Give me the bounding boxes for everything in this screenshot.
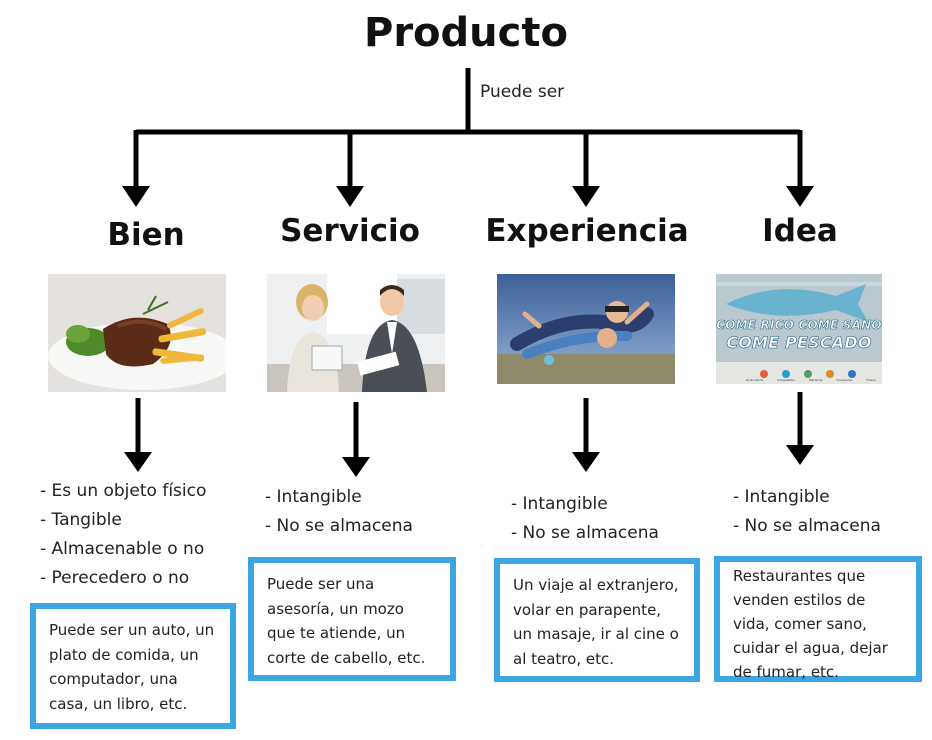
bullets-bien: - Es un objeto físico - Tangible - Almac… [40, 477, 206, 593]
example-line: asesoría, un mozo [267, 599, 404, 618]
connector-label: Puede ser [480, 82, 565, 102]
example-line: plato de comida, un [49, 645, 199, 664]
bullet-item: - Intangible [733, 487, 830, 507]
fish-poster-image: COME RICO COME SANO COME PESCADO Acuicul… [716, 274, 882, 384]
food-plate-image [48, 274, 226, 392]
heading-experiencia: Experiencia [485, 213, 689, 249]
bullet-item: - Almacenable o no [40, 539, 205, 559]
poster-label: Conservas [836, 378, 853, 382]
example-line: un masaje, ir al cine o [513, 625, 679, 643]
example-line: Un viaje al extranjero, [513, 576, 679, 594]
example-line: volar en parapente, [513, 600, 662, 619]
heading-idea: Idea [762, 213, 838, 249]
example-line: Puede ser un auto, un [49, 621, 215, 639]
example-line: que te atiende, un [267, 624, 406, 642]
example-box-servicio: Puede ser una asesoría, un mozo que te a… [248, 557, 456, 681]
bullets-idea: - Intangible - No se almacena [733, 483, 881, 541]
example-line: de fumar, etc. [733, 663, 839, 681]
example-line: corte de cabello, etc. [267, 648, 426, 667]
poster-label: Mariscos [809, 378, 823, 382]
bullet-item: - No se almacena [511, 523, 659, 543]
example-line: Restaurantes que [733, 567, 866, 585]
bullet-item: - No se almacena [733, 516, 881, 536]
poster-slogan-line1: COME RICO COME SANO [716, 318, 882, 333]
example-box-idea: Restaurantes que venden estilos de vida,… [714, 556, 922, 682]
bullet-item: - Intangible [265, 487, 362, 507]
bullet-item: - No se almacena [265, 516, 413, 536]
example-line: venden estilos de [733, 591, 866, 609]
example-line: casa, un libro, etc. [49, 694, 188, 713]
bullet-item: - Es un objeto físico [40, 481, 207, 501]
poster-slogan-line2: COME PESCADO [726, 333, 872, 353]
example-line: computador, una [49, 670, 178, 688]
office-meeting-image [267, 274, 445, 392]
example-box-experiencia: Un viaje al extranjero, volar en parapen… [494, 558, 700, 682]
poster-label: Fresco [866, 378, 876, 382]
bullet-item: - Intangible [511, 494, 608, 514]
heading-bien: Bien [107, 217, 185, 253]
example-line: vida, comer sano, [733, 615, 867, 633]
heading-servicio: Servicio [280, 213, 420, 249]
bullet-item: - Tangible [40, 510, 122, 530]
skydiving-image [497, 274, 675, 384]
poster-label: Acuicultura [746, 378, 763, 382]
example-line: al teatro, etc. [513, 649, 614, 668]
bullet-item: - Perecedero o no [40, 568, 190, 588]
bullets-experiencia: - Intangible - No se almacena [511, 490, 659, 548]
example-line: cuidar el agua, dejar [733, 639, 888, 657]
bullets-servicio: - Intangible - No se almacena [265, 483, 413, 541]
diagram-title: Producto [364, 10, 568, 56]
example-box-bien: Puede ser un auto, un plato de comida, u… [30, 603, 236, 729]
example-line: Puede ser una [267, 575, 375, 593]
poster-label: Congelados [777, 378, 795, 382]
